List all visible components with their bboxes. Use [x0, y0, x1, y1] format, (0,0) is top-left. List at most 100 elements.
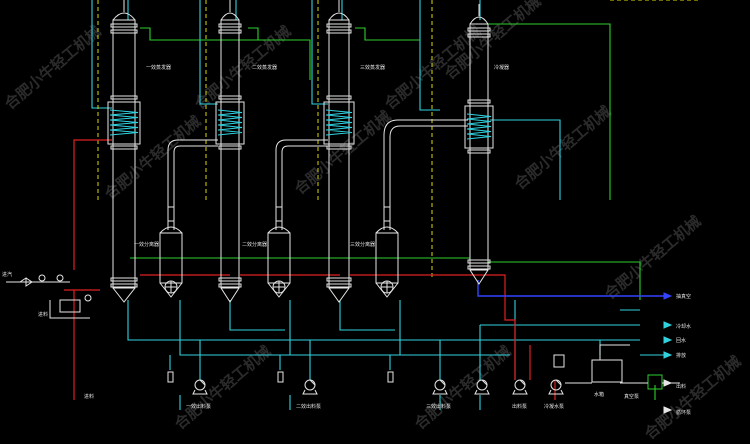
- heat-exchanger-shell: [215, 101, 245, 145]
- label-out-drain: 排放: [676, 352, 686, 359]
- column-top-cap: [220, 12, 240, 21]
- vacuum-pump-line: [477, 280, 670, 297]
- column-flange: [467, 33, 491, 38]
- separator-neck: [275, 206, 283, 222]
- column-flange: [467, 149, 491, 154]
- column-top-cap: [328, 12, 350, 21]
- pump-base: [548, 389, 564, 395]
- separator-vessel: [375, 206, 399, 298]
- separator-neck: [383, 206, 391, 222]
- condensate-lines: [97, 0, 700, 280]
- pump-impeller: [309, 379, 316, 386]
- outlet-arrow-icon: [663, 351, 673, 359]
- label-feed-bottom: 进料: [84, 393, 94, 400]
- watermark: 合肥小牛轻工机械: [170, 342, 274, 434]
- column-flange: [326, 145, 352, 150]
- label-separator2: 二效分离器: [242, 241, 267, 248]
- separator-top: [159, 226, 183, 234]
- label-pump4: 出料泵: [512, 403, 527, 410]
- label-steam-in: 进汽: [2, 271, 12, 278]
- label-water-tank: 水箱: [594, 391, 604, 398]
- filter-icon: [387, 371, 394, 383]
- pump-impeller: [439, 379, 446, 386]
- watermark: 合肥小牛轻工机械: [0, 22, 104, 114]
- vacuum-lines: [130, 23, 656, 400]
- column-flange: [218, 23, 242, 28]
- separator-bottom: [375, 282, 399, 298]
- pump-impeller: [481, 379, 488, 386]
- column-flange: [467, 265, 491, 270]
- column-flange: [218, 277, 242, 282]
- pump-icon: [192, 379, 208, 395]
- column-flange: [110, 95, 138, 100]
- pump-icon: [432, 379, 448, 395]
- heat-exchanger-shell: [464, 105, 494, 149]
- pump-casing: [550, 379, 562, 391]
- tank-group: [553, 344, 680, 390]
- cooling-water-lines: [91, 0, 665, 410]
- watermark: 合肥小牛轻工机械: [410, 342, 514, 434]
- column-bottom-cone: [328, 287, 350, 303]
- pump-impeller: [519, 379, 526, 386]
- outlet-arrow-icon: [663, 336, 673, 344]
- outlet-arrow-icon: [663, 292, 673, 300]
- pump-base: [474, 389, 490, 395]
- column-flange: [218, 95, 242, 100]
- column-flange: [467, 259, 491, 264]
- outlet-arrow-icon: [663, 406, 673, 414]
- pump-icon: [474, 379, 490, 395]
- heater-coil-icon: [325, 109, 353, 136]
- column-body: [112, 19, 136, 289]
- label-effect2-evaporator: 二效蒸发器: [252, 64, 277, 71]
- steam-inlet-assembly: [6, 274, 92, 319]
- column-flange: [326, 95, 352, 100]
- pump-base: [192, 389, 208, 395]
- pump-impeller: [199, 379, 206, 386]
- heater-coil-icon: [466, 113, 492, 140]
- evaporator-column: [215, 0, 245, 303]
- evaporator-column: [107, 0, 141, 303]
- label-pump5: 冷凝水泵: [544, 403, 564, 410]
- watermark: 合肥小牛轻工机械: [290, 107, 394, 199]
- pump-casing: [304, 379, 316, 391]
- column-top-cap: [469, 16, 489, 25]
- filter-icon: [277, 371, 284, 383]
- column-body: [469, 23, 489, 271]
- equipment-labels: 一效蒸发器 二效蒸发器 三效蒸发器 冷凝器 一效分离器 二效分离器 三效分离器 …: [2, 64, 691, 416]
- separator-vessel: [159, 206, 183, 298]
- column-body: [328, 19, 350, 289]
- pump-base: [512, 389, 528, 395]
- vapor-pipes: [167, 119, 468, 230]
- vacuum-pump: [647, 374, 663, 390]
- heater-coil-icon: [109, 109, 139, 136]
- column-flange: [218, 145, 242, 150]
- evaporator-column: [323, 0, 355, 303]
- label-out-cooling-out: 回水: [676, 337, 686, 344]
- label-effect3-evaporator: 三效蒸发器: [360, 64, 385, 71]
- column-bottom-cone: [220, 287, 240, 303]
- label-out-discharge: 出料: [676, 383, 686, 390]
- pump-icon: [512, 379, 528, 395]
- separator-vessel: [267, 206, 291, 298]
- column-body: [220, 19, 240, 289]
- column-flange: [110, 145, 138, 150]
- heat-exchanger-shell: [107, 101, 141, 145]
- pump-icon: [302, 379, 318, 395]
- column-flange: [326, 29, 352, 34]
- separator-bottom: [267, 282, 291, 298]
- label-out-cooling-in: 冷却水: [676, 323, 691, 330]
- column-flange: [326, 23, 352, 28]
- column-bottom-cone: [469, 269, 489, 285]
- outlet-arrow-icon: [663, 379, 673, 387]
- watermark: 合肥小牛轻工机械: [640, 352, 744, 444]
- pump-casing: [194, 379, 206, 391]
- pump-casing: [434, 379, 446, 391]
- label-effect1-evaporator: 一效蒸发器: [146, 64, 171, 71]
- column-flange: [110, 277, 138, 282]
- column-flange: [218, 29, 242, 34]
- heat-exchanger-shell: [323, 101, 355, 145]
- evaporator-columns: [107, 0, 494, 303]
- column-bottom-cone: [112, 287, 136, 303]
- outlet-arrow-icon: [663, 321, 673, 329]
